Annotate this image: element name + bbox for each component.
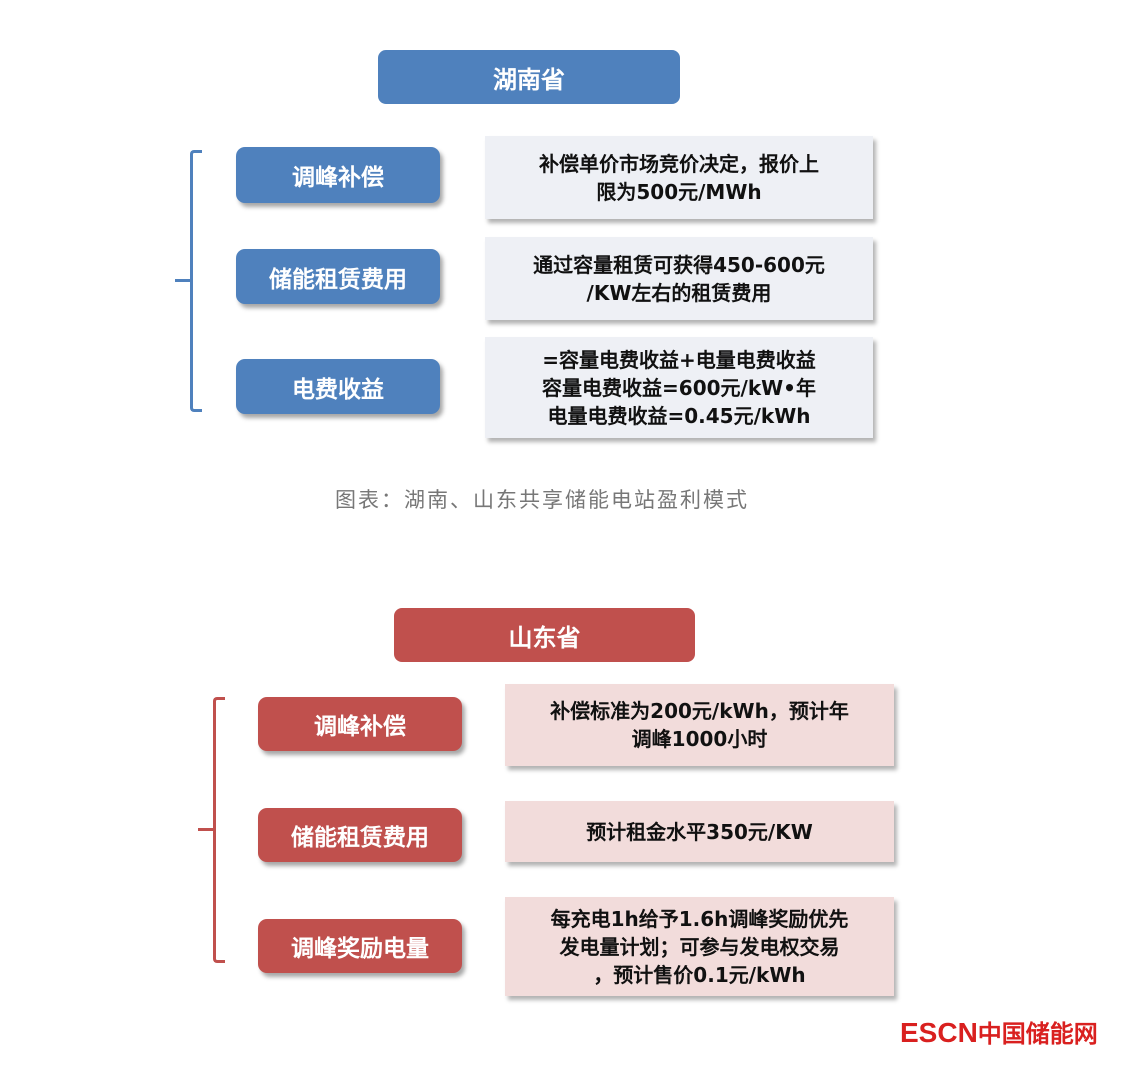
shandong-desc-0: 补偿标准为200元/kWh，预计年 调峰1000小时: [505, 684, 894, 766]
shandong-title: 山东省: [394, 608, 695, 662]
escn-logo: ESCN中国储能网: [900, 1014, 1098, 1049]
shandong-desc-1: 预计租金水平350元/KW: [505, 801, 894, 862]
hunan-desc-0: 补偿单价市场竞价决定，报价上 限为500元/MWh: [485, 136, 873, 219]
shandong-label-1: 储能租赁费用: [258, 808, 462, 862]
shandong-label-2: 调峰奖励电量: [258, 919, 462, 973]
hunan-label-2: 电费收益: [236, 359, 440, 414]
figure-caption: 图表：湖南、山东共享储能电站盈利模式: [335, 488, 749, 512]
hunan-desc-1: 通过容量租赁可获得450-600元 /KW左右的租赁费用: [485, 237, 873, 320]
hunan-title: 湖南省: [378, 50, 680, 104]
shandong-label-0: 调峰补偿: [258, 697, 462, 751]
shandong-desc-2: 每充电1h给予1.6h调峰奖励优先 发电量计划；可参与发电权交易 ，预计售价0.…: [505, 897, 894, 996]
logo-latin: ESCN: [900, 1017, 978, 1048]
hunan-bracket: [190, 150, 202, 412]
shandong-bracket: [213, 697, 225, 963]
logo-cn: 中国储能网: [977, 1021, 1098, 1048]
shandong-bracket-tick: [198, 828, 214, 831]
hunan-label-1: 储能租赁费用: [236, 249, 440, 304]
hunan-desc-2: =容量电费收益+电量电费收益 容量电费收益=600元/kW•年 电量电费收益=0…: [485, 337, 873, 438]
hunan-bracket-tick: [175, 279, 191, 282]
hunan-label-0: 调峰补偿: [236, 147, 440, 203]
